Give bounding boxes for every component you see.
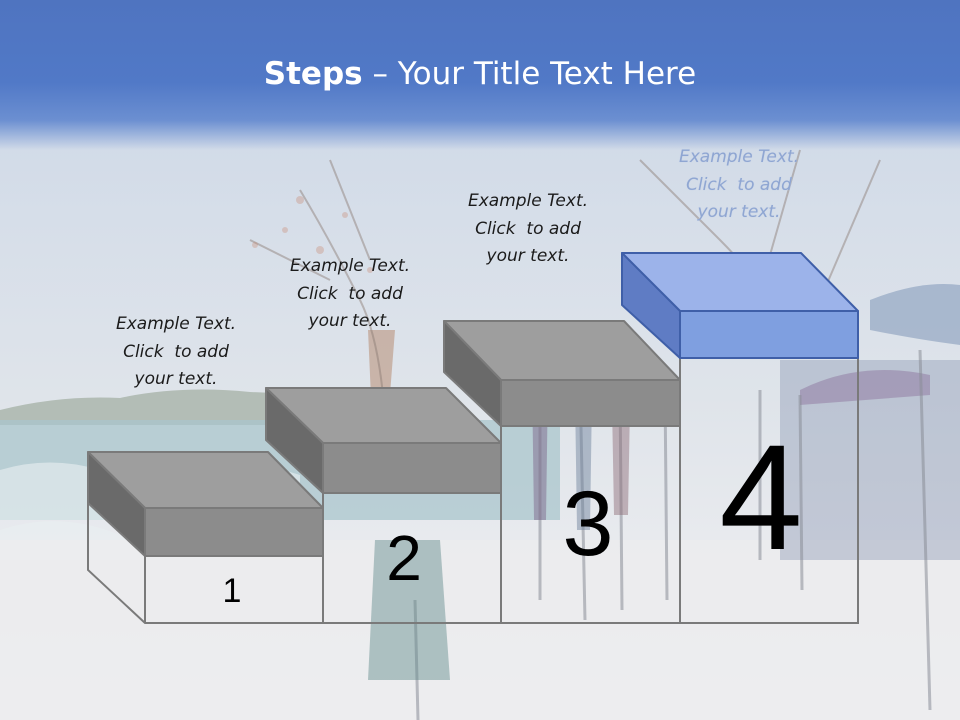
step-3-text[interactable]: Example Text. Click to add your text.: [448, 188, 608, 271]
text-line: Example Text.: [115, 314, 237, 334]
text-line: Click to add: [475, 218, 581, 239]
step-2-text[interactable]: Example Text. Click to add your text.: [270, 253, 430, 336]
text-line: Example Text.: [467, 191, 589, 211]
text-line: Example Text.: [289, 256, 411, 276]
step-1-text[interactable]: Example Text. Click to add your text.: [96, 311, 256, 394]
step-2-box[interactable]: [265, 387, 502, 494]
title-bold-part: Steps: [263, 56, 363, 92]
slide-title[interactable]: Steps – Your Title Text Here: [0, 54, 960, 94]
step-4-text[interactable]: Example Text. Click to add your text.: [659, 144, 819, 227]
text-line: Click to add: [123, 341, 229, 362]
text-line: Example Text.: [678, 147, 800, 167]
text-line: your text.: [486, 246, 570, 266]
step-4-number: 4: [719, 413, 803, 581]
step-3-box[interactable]: [443, 320, 681, 427]
text-line: Click to add: [297, 283, 403, 304]
text-line: your text.: [308, 311, 392, 331]
header-bar: [0, 0, 960, 150]
step-3-number: 3: [562, 473, 614, 575]
step-1-box[interactable]: [87, 451, 324, 557]
text-line: Click to add: [686, 174, 792, 195]
step-2-number: 2: [386, 522, 422, 594]
text-line: your text.: [134, 369, 218, 389]
text-line: your text.: [697, 202, 781, 222]
title-rest-part: – Your Title Text Here: [362, 56, 697, 92]
step-1-number: 1: [222, 572, 242, 610]
step-4-box[interactable]: [621, 252, 859, 359]
